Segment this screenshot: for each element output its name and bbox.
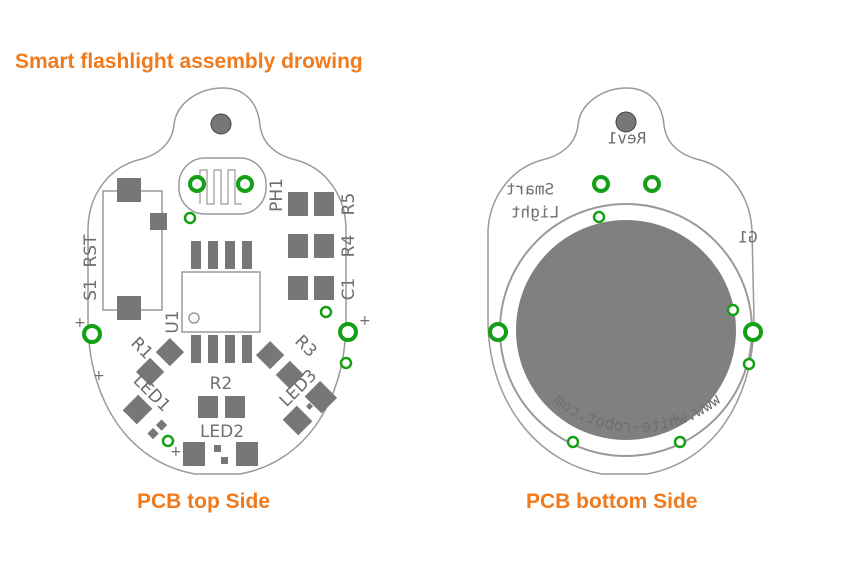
label-rev: Rev1 — [608, 129, 647, 148]
ph1-outline — [178, 157, 267, 215]
r4-pad — [288, 234, 308, 258]
battery-pad — [516, 220, 736, 440]
label-smart: Smart — [506, 180, 554, 199]
plus-via-right — [338, 322, 358, 342]
led2-pad — [221, 457, 228, 464]
ph1-via-right — [236, 175, 254, 193]
caption-top-side: PCB top Side — [137, 490, 271, 513]
via — [339, 356, 353, 370]
s1-pad — [117, 178, 141, 202]
via — [161, 434, 175, 448]
via — [742, 357, 756, 371]
via — [592, 210, 606, 224]
led2-pad — [214, 445, 221, 452]
via — [592, 175, 610, 193]
mount-hole — [210, 113, 232, 135]
label-ph1: PH1 — [267, 178, 287, 212]
plus-sign: + — [74, 315, 86, 331]
minus-via-right — [743, 322, 763, 342]
r5-pad — [288, 192, 308, 216]
label-rst: RST — [81, 234, 101, 268]
led2-pad — [183, 442, 205, 466]
label-r5: R5 — [339, 193, 359, 216]
pcb-bottom-board: Rev1 Smart Light G1 www.white-robot.com — [487, 87, 763, 475]
mount-hole — [615, 111, 637, 133]
label-light: Light — [511, 203, 559, 222]
label-r4: R4 — [339, 235, 359, 258]
plus-via-left — [82, 324, 102, 344]
label-c1: C1 — [339, 278, 359, 301]
via — [673, 435, 687, 449]
r2-pad — [225, 396, 245, 418]
label-s1: S1 — [81, 279, 101, 301]
via — [566, 435, 580, 449]
ph1-via-left — [188, 175, 206, 193]
led2-pad — [236, 442, 258, 466]
u1-chip — [181, 241, 261, 363]
s1-pad — [150, 213, 167, 230]
label-r2: R2 — [210, 374, 233, 394]
via — [319, 305, 333, 319]
plus-sign: + — [359, 313, 371, 329]
r4-pad — [314, 234, 334, 258]
via — [643, 175, 661, 193]
s1-pad — [117, 296, 141, 320]
r3-part — [255, 340, 305, 390]
minus-via-left — [488, 322, 508, 342]
plus-sign: + — [170, 444, 182, 460]
label-g1: G1 — [738, 228, 757, 247]
page-title: Smart flashlight assembly drowing — [15, 50, 363, 73]
label-u1: U1 — [163, 310, 183, 333]
via — [726, 303, 740, 317]
plus-sign: + — [93, 368, 105, 384]
ph1-zigzag — [199, 169, 242, 205]
r5-pad — [314, 192, 334, 216]
r1-part — [135, 337, 185, 387]
caption-bottom-side: PCB bottom Side — [526, 490, 698, 513]
label-led2: LED2 — [200, 422, 244, 442]
s1-outline — [102, 190, 163, 311]
pcb-top-board: RST S1 PH1 R5 R4 C1 U1 + — [74, 87, 371, 475]
c1-pad — [288, 276, 308, 300]
r2-pad — [198, 396, 218, 418]
via — [183, 211, 197, 225]
c1-pad — [314, 276, 334, 300]
